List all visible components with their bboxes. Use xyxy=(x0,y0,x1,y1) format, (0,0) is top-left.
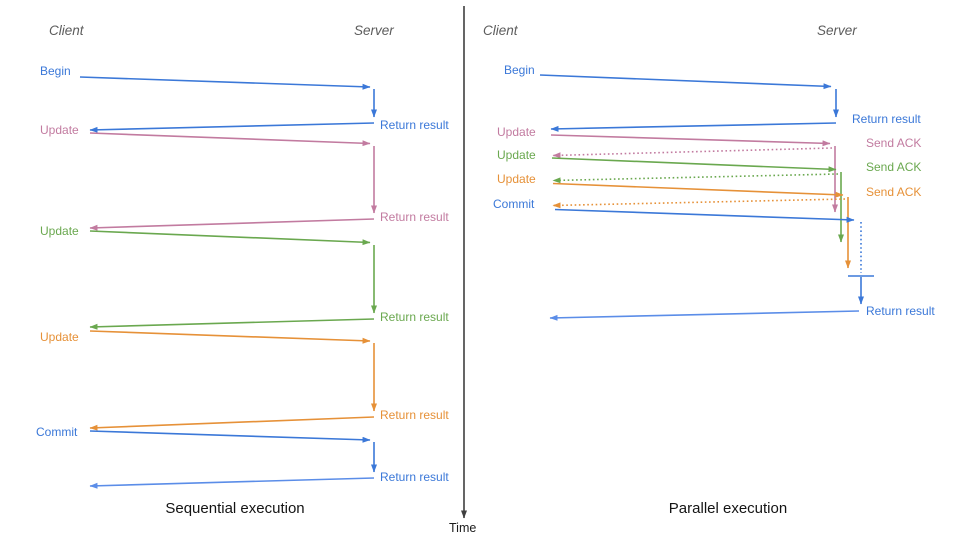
seq-return3-label: Return result xyxy=(380,310,449,324)
par-update3-ack-arrow xyxy=(552,198,846,209)
seq-update1-request-arrow xyxy=(89,132,371,147)
par-update3-label: Update xyxy=(497,172,536,186)
seq-return4-label: Return result xyxy=(380,408,449,422)
seq-begin-request-arrow xyxy=(79,76,371,90)
par-update1-request-arrow xyxy=(550,134,831,147)
seq-return5-arrow xyxy=(89,477,375,489)
par-update2-ack-arrow xyxy=(552,173,839,184)
seq-commit-request-arrow xyxy=(89,430,371,443)
par-commit-label: Commit xyxy=(493,197,535,211)
par-ack1-label: Send ACK xyxy=(866,136,922,150)
par-return1-arrow xyxy=(550,122,837,132)
par-panel-title: Parallel execution xyxy=(668,500,788,517)
seq-return2-arrow xyxy=(89,218,375,231)
seq-update2-request-arrow xyxy=(89,230,371,246)
seq-update2-label: Update xyxy=(40,224,79,238)
par-return2-label: Return result xyxy=(866,304,935,318)
seq-return5-label: Return result xyxy=(380,470,449,484)
par-update3-request-arrow xyxy=(552,182,844,198)
time-axis-label: Time xyxy=(449,521,477,535)
seq-return3-arrow xyxy=(89,318,375,330)
seq-update3-request-arrow xyxy=(89,330,371,344)
seq-commit-label: Commit xyxy=(36,425,78,439)
par-server-header: Server xyxy=(817,23,857,38)
seq-return1-arrow xyxy=(89,122,375,133)
seq-return2-label: Return result xyxy=(380,210,449,224)
par-commit-request-arrow xyxy=(554,208,855,223)
seq-panel-title: Sequential execution xyxy=(165,500,305,517)
par-ack2-label: Send ACK xyxy=(866,160,922,174)
par-begin-label: Begin xyxy=(504,63,535,77)
par-update2-request-arrow xyxy=(551,157,837,173)
seq-return4-arrow xyxy=(89,416,375,431)
par-update1-ack-arrow xyxy=(552,147,833,159)
par-update1-label: Update xyxy=(497,125,536,139)
seq-client-header: Client xyxy=(49,23,84,38)
seq-return1-label: Return result xyxy=(380,118,449,132)
seq-begin-label: Begin xyxy=(40,64,71,78)
par-update2-label: Update xyxy=(497,148,536,162)
par-return1-label: Return result xyxy=(852,112,921,126)
seq-update1-label: Update xyxy=(40,123,79,137)
par-client-header: Client xyxy=(483,23,518,38)
seq-update3-label: Update xyxy=(40,330,79,344)
par-return2-arrow xyxy=(549,310,860,321)
par-begin-request-arrow xyxy=(539,74,832,90)
par-ack3-label: Send ACK xyxy=(866,185,922,199)
seq-server-header: Server xyxy=(354,23,394,38)
